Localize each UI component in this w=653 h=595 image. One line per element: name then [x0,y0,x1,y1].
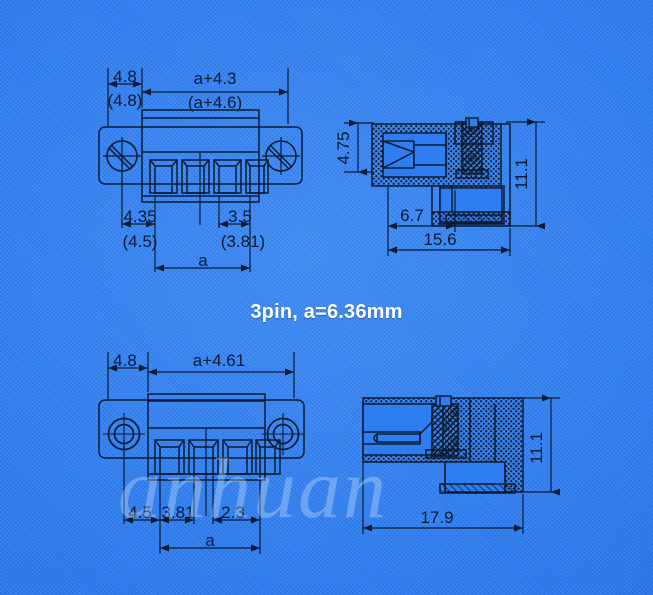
dim-label-15-6: 15.6 [423,230,456,249]
top-left-dimension-lines [107,68,289,272]
dim-label-3-5: 3.5 [228,207,252,226]
dim-label-4-5-paren: (4.5) [123,232,158,251]
dim-label-4-75: 4.75 [334,131,353,164]
dim-label-a-plus-4-6: (a+4.6) [188,93,242,112]
bottom-left-dimension-lines [107,352,295,554]
top-right-dimension-lines [344,118,545,256]
dim-label-a-plus-4-3: a+4.3 [193,69,236,88]
dim-label-3-81: 3.81 [161,503,194,522]
dim-label-4-8-bottom: 4.8 [113,351,137,370]
socket-group [154,439,281,475]
dim-label-3-81-paren: (3.81) [221,232,265,251]
socket-group [149,159,269,194]
dim-label-4-8-paren: (4.8) [108,91,143,110]
top-right-body [371,117,511,227]
dim-label-2-3: 2.3 [221,503,245,522]
dim-label-11-1-bottom: 11.1 [527,432,546,464]
dim-label-17-9: 17.9 [420,508,453,527]
mount-hole-right [261,412,305,456]
bottom-left-body [98,393,305,481]
dim-label-4-5: 4.5 [128,503,152,522]
dim-label-a-bottom: a [205,531,215,550]
dim-label-11-1-top: 11.1 [512,158,531,190]
bottom-right-dimension-lines [362,394,560,534]
dim-label-4-35: 4.35 [123,207,156,226]
dim-label-6-7: 6.7 [400,206,424,225]
dim-label-4-8-top: 4.8 [113,67,137,86]
dim-label-a-plus-4-61: a+4.61 [193,351,245,370]
pin-spec-label: 3pin, a=6.36mm [250,301,403,323]
dim-label-a-top: a [198,251,208,270]
bottom-right-body [362,395,524,494]
